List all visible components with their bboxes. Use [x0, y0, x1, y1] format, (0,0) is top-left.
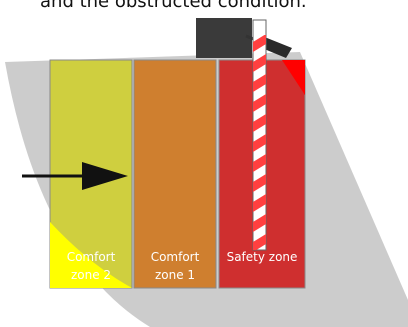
comfort-zone-2-label-line-1: Comfort — [67, 250, 116, 264]
barrier-housing-icon — [196, 18, 252, 58]
comfort-zone-1-label-line-2: zone 1 — [155, 268, 195, 282]
comfort-zone-1-label-line-1: Comfort — [151, 250, 200, 264]
barrier-pole — [252, 19, 267, 251]
safety-zone-label: Safety zone — [227, 250, 298, 264]
sensor-highlight-zone-2 — [50, 222, 132, 288]
comfort-zone-1 — [133, 59, 217, 289]
comfort-zone-2-label-line-2: zone 2 — [71, 268, 111, 282]
direction-arrow-icon — [22, 162, 128, 190]
diagram-caption: and the obstructed condition. — [40, 0, 307, 12]
sensor-highlight-safety — [282, 60, 305, 95]
